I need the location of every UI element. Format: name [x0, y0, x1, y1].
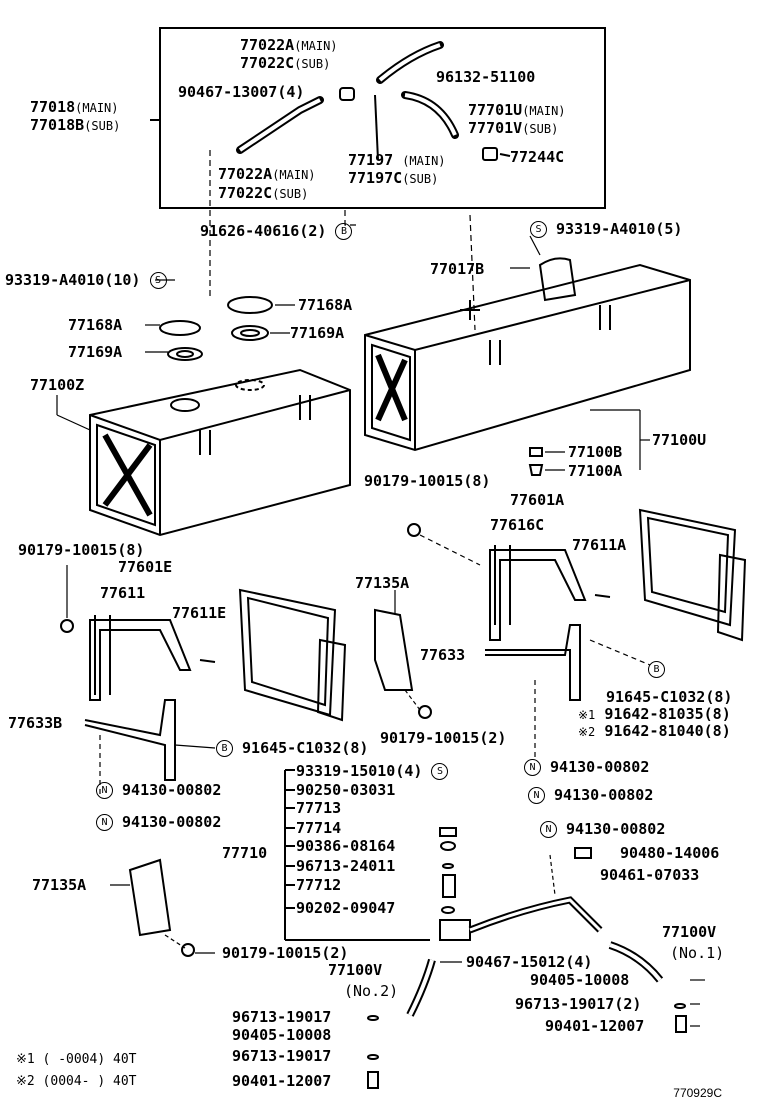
- label-94130-2: N 94130-00802: [96, 814, 221, 831]
- label-93319-a4010-5: S 93319-A4010(5): [530, 221, 682, 238]
- gasket-77168a-right: [227, 296, 273, 314]
- bracket-left: [84, 588, 347, 781]
- label-96713-left-2: 96713-19017: [232, 1047, 332, 1065]
- fuel-tank-main: [364, 257, 691, 452]
- gasket-77169a-left: [167, 347, 203, 361]
- label-no1: (No.1): [670, 944, 725, 962]
- bracket-77135a-center: [374, 608, 414, 691]
- label-96713-right: 96713-19017(2): [515, 995, 642, 1013]
- label-77197: 77197 (MAIN): [348, 151, 446, 169]
- label-96713-24011: 96713-24011: [296, 857, 396, 875]
- bracket-right: [485, 508, 747, 701]
- label-77616c: 77616C: [490, 516, 545, 534]
- label-77100z: 77100Z: [30, 376, 85, 394]
- label-77100u: 77100U: [652, 431, 707, 449]
- hose-inset-box: [159, 27, 606, 209]
- label-77633b: 77633B: [8, 714, 63, 732]
- label-77135a-center: 77135A: [355, 574, 410, 592]
- label-94130-3: N 94130-00802: [524, 759, 649, 776]
- label-90405-left: 90405-10008: [232, 1026, 332, 1044]
- label-77169a-right: 77169A: [290, 324, 345, 342]
- label-77701u: 77701U(MAIN): [468, 101, 566, 119]
- label-91645-right: 91645-C1032(8): [606, 688, 733, 706]
- label-77100a: 77100A: [568, 462, 623, 480]
- label-77022c-top: 77022C(SUB): [240, 54, 331, 72]
- label-94130-4: N 94130-00802: [528, 787, 653, 804]
- label-77601a: 77601A: [510, 491, 565, 509]
- label-90202-09047: 90202-09047: [296, 899, 396, 917]
- label-91645-left: B 91645-C1032(8): [216, 740, 368, 757]
- label-90179-center: 90179-10015(2): [380, 729, 507, 747]
- gasket-77169a-right: [231, 325, 269, 341]
- label-90467-15012: 90467-15012(4): [466, 953, 593, 971]
- label-90467-13007: 90467-13007(4): [178, 83, 305, 101]
- footnote-2: ※2 (0004- ) 40T: [16, 1074, 137, 1089]
- drain-valve-assembly: [284, 769, 603, 941]
- label-77714: 77714: [296, 819, 342, 837]
- label-94130-5: N 94130-00802: [540, 821, 665, 838]
- label-94130-1: N 94130-00802: [96, 782, 221, 799]
- mark-n-circle: N: [96, 782, 113, 799]
- label-77611: 77611: [100, 584, 146, 602]
- label-91642-81040: ※2 91642-81040(8): [578, 722, 731, 740]
- label-77713: 77713: [296, 799, 342, 817]
- label-90480-14006: 90480-14006: [620, 844, 720, 862]
- label-90250-03031: 90250-03031: [296, 781, 396, 799]
- label-77601e: 77601E: [118, 558, 173, 576]
- label-77135a-lower: 77135A: [32, 876, 87, 894]
- label-77701v: 77701V(SUB): [468, 119, 559, 137]
- label-93319-a4010-10: 93319-A4010(10) S: [5, 272, 167, 289]
- mark-b-circle: B: [335, 223, 353, 240]
- label-77633: 77633: [420, 646, 466, 664]
- bracket-77135a-lower: [128, 858, 172, 937]
- label-90386-08164: 90386-08164: [296, 837, 396, 855]
- label-77244c: 77244C: [510, 148, 565, 166]
- label-96132-51100: 96132-51100: [436, 68, 536, 86]
- label-90461-07033: 90461-07033: [600, 866, 700, 884]
- label-no2: (No.2): [344, 982, 399, 1000]
- label-91626-40616: 91626-40616(2) B: [200, 223, 353, 240]
- label-77022a-top: 77022A(MAIN): [240, 36, 338, 54]
- label-90179-left: 90179-10015(8): [18, 541, 145, 559]
- label-77611a: 77611A: [572, 536, 627, 554]
- label-77712: 77712: [296, 876, 342, 894]
- label-77197c: 77197C(SUB): [348, 169, 439, 187]
- label-77018: 77018(MAIN): [30, 98, 119, 116]
- label-90179-bottom: 90179-10015(2): [222, 944, 349, 962]
- fuel-tank-sub: [89, 368, 351, 537]
- label-90405-right: 90405-10008: [530, 971, 630, 989]
- label-77017b: 77017B: [430, 260, 485, 278]
- label-77022a-bottom: 77022A(MAIN): [218, 165, 316, 183]
- label-90401-left: 90401-12007: [232, 1072, 332, 1090]
- label-93319-15010: 93319-15010(4) S: [296, 763, 449, 780]
- label-77611e: 77611E: [172, 604, 227, 622]
- label-77022c-bottom: 77022C(SUB): [218, 184, 309, 202]
- label-77168a-right: 77168A: [298, 296, 353, 314]
- diagram-code: 770929C: [673, 1086, 722, 1100]
- label-77100v-no1: 77100V: [662, 923, 717, 941]
- label-90179-right: 90179-10015(8): [364, 472, 491, 490]
- label-77018b: 77018B(SUB): [30, 116, 121, 134]
- label-91642-81035: ※1 91642-81035(8): [578, 705, 731, 723]
- label-77710: 77710: [222, 844, 268, 862]
- label-77100v-no2: 77100V: [328, 961, 383, 979]
- label-90401-right: 90401-12007: [545, 1017, 645, 1035]
- label-96713-left-1: 96713-19017: [232, 1008, 332, 1026]
- footnote-1: ※1 ( -0004) 40T: [16, 1052, 137, 1067]
- label-77169a-left: 77169A: [68, 343, 123, 361]
- mark-b-right: B: [648, 661, 665, 678]
- mark-s-circle: S: [530, 221, 547, 238]
- gasket-77168a-left: [159, 320, 201, 336]
- label-77168a-left: 77168A: [68, 316, 123, 334]
- hose-77701u: [401, 91, 459, 139]
- label-77100b: 77100B: [568, 443, 623, 461]
